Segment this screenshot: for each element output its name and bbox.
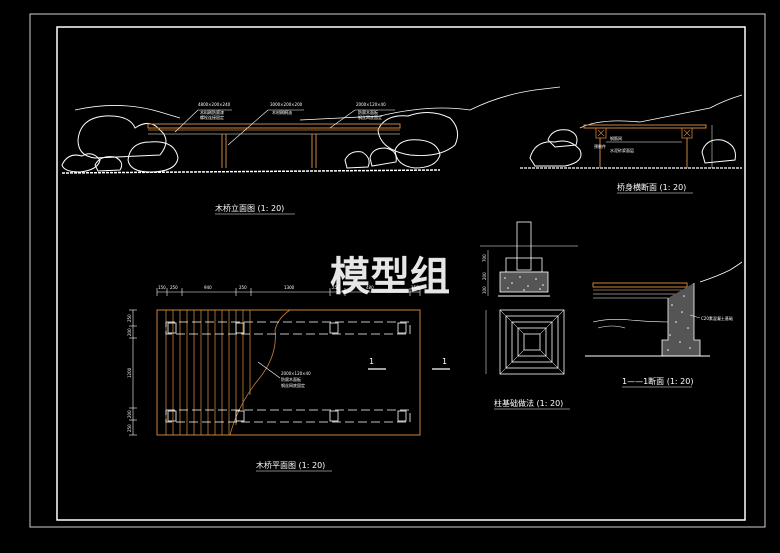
footing-title: 柱基础做法 (1: 20) [494,398,563,408]
elev-note-8: 钢丝网底固定 [358,114,382,120]
elev-note-2: 木料刷防腐漆 [200,109,224,115]
plan-dim-left-1: 250 [127,314,132,322]
footing-dim-3: 100 [482,286,487,294]
plan-dim-left-5: 250 [127,424,132,432]
plan-dim-top-7: 480 [366,285,374,290]
elev-note-7: 防腐木面板 [358,109,378,115]
plan-dim-top-4: 250 [239,285,247,290]
elev-note-3: 螺栓连接固定 [200,114,224,120]
outer-frame [29,13,766,528]
elev-note-1: 4800×200×240 [198,102,231,107]
footing-dim-2: 200 [482,272,487,280]
section-1-view: C20素混凝土基础 1——1断面 (1: 20) [585,261,743,388]
plan-dim-top-3: 940 [204,285,212,290]
plan-callout-1: 2000×120×40 [281,371,311,376]
rail-note-1: 钢筋网 [610,135,622,141]
plan-dim-top-6: 250 [332,285,340,290]
rail-section-title: 桥身横断面 (1: 20) [617,182,686,192]
plan-callout-3: 钢丝网底固定 [281,382,305,388]
plan-dim-top-1: 150 [158,285,166,290]
plan-dim-left-2: 200 [127,328,132,336]
plan-dim-top-5: 1300 [284,285,295,290]
elev-note-4: 3000×200×200 [270,102,303,107]
elevation-title: 木桥立面图 (1: 20) [215,203,284,213]
rail-note-2: 水泥砂浆面层 [610,147,634,153]
watermark: 模型组 [330,254,450,300]
footing-view: 700 200 100 柱基础做法 (1: 20) [480,221,578,410]
elev-note-6: 2000×120×40 [356,102,386,107]
rail-section-view: 钢筋网 水泥砂浆面层 预制件 桥身横断面 (1: 20) [520,94,743,194]
inner-frame [56,26,746,521]
footing-dim-1: 700 [482,254,487,262]
section-mark-left: 1 [369,357,374,366]
plan-dim-top-2: 250 [170,285,178,290]
plan-dim-left-3: 1200 [127,367,132,378]
plan-title: 木桥平面图 (1: 20) [256,460,325,470]
elev-note-5: 木材刷桐油 [272,109,292,115]
plan-callout-2: 防腐木面板 [281,376,301,382]
section-mark-right: 1 [442,357,447,366]
plan-view: 150 250 940 250 1300 250 480 150 250 200… [127,285,450,472]
rail-note-3: 预制件 [594,143,606,149]
section-1-title: 1——1断面 (1: 20) [622,376,693,386]
elevation-view: 4800×200×240 木料刷防腐漆 螺栓连接固定 3000×200×200 … [61,86,561,215]
plan-dim-top-8: 150 [411,285,419,290]
plan-dim-left-4: 200 [127,410,132,418]
section-1-note: C20素混凝土基础 [701,315,733,321]
